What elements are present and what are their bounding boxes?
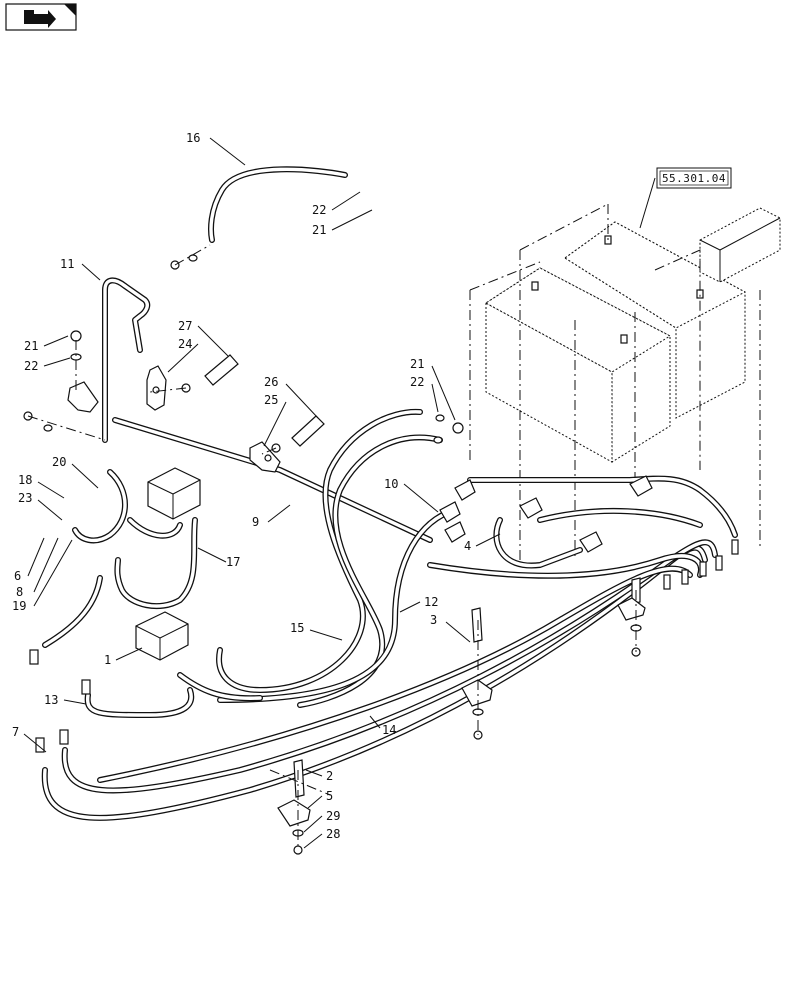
callout-17: 17 [226, 555, 240, 569]
bolt-bracket-right [617, 577, 646, 657]
callout-26: 26 [264, 375, 278, 389]
relay-box [147, 467, 201, 520]
callout-13: 13 [44, 693, 58, 707]
callouts: 16 22 21 11 27 24 21 22 21 22 26 25 20 1… [12, 131, 501, 849]
connector-24 [146, 365, 167, 411]
callout-10: 10 [384, 477, 398, 491]
components [23, 244, 739, 855]
connector-25 [249, 441, 281, 473]
callout-5: 5 [326, 789, 333, 803]
callout-22-top: 22 [312, 203, 326, 217]
battery-terminal [620, 334, 628, 344]
callout-2: 2 [326, 769, 333, 783]
callout-7: 7 [12, 725, 19, 739]
callout-19: 19 [12, 599, 26, 613]
callout-27: 27 [178, 319, 192, 333]
callout-18: 18 [18, 473, 32, 487]
page-arrow-icon[interactable] [5, 3, 77, 31]
callout-1: 1 [104, 653, 111, 667]
callout-15: 15 [290, 621, 304, 635]
battery-front-side [485, 302, 613, 463]
callout-14: 14 [382, 723, 396, 737]
battery-terminal [531, 281, 539, 291]
reference-box-text: 55.301.04 [662, 172, 726, 185]
callout-22-right: 22 [410, 375, 424, 389]
callout-24: 24 [178, 337, 192, 351]
connector-block [699, 207, 781, 283]
callout-12: 12 [424, 595, 438, 609]
callout-8: 8 [16, 585, 23, 599]
callout-28: 28 [326, 827, 340, 841]
bolt-26 [271, 415, 325, 453]
callout-21-top: 21 [312, 223, 326, 237]
callout-6: 6 [14, 569, 21, 583]
callout-9: 9 [252, 515, 259, 529]
callout-29: 29 [326, 809, 340, 823]
reference-box[interactable]: 55.301.04 [639, 167, 732, 229]
callout-16: 16 [186, 131, 200, 145]
cables [41, 166, 738, 821]
bolt-27 [181, 354, 239, 393]
callout-21-left: 21 [24, 339, 38, 353]
callout-23: 23 [18, 491, 32, 505]
callout-3: 3 [430, 613, 437, 627]
battery-terminal [696, 289, 704, 299]
module-box [135, 611, 189, 661]
callout-21-right: 21 [410, 357, 424, 371]
callout-25: 25 [264, 393, 278, 407]
callout-4: 4 [464, 539, 471, 553]
callout-22-left: 22 [24, 359, 38, 373]
battery-front-top [485, 267, 672, 373]
battery-group [469, 203, 781, 560]
callout-11: 11 [60, 257, 74, 271]
callout-20: 20 [52, 455, 66, 469]
